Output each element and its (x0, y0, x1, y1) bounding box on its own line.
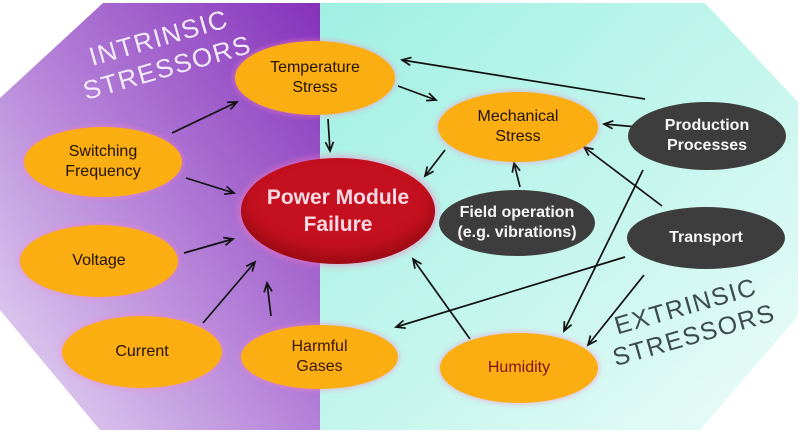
node-label: Current (115, 343, 169, 360)
node-label: Processes (666, 137, 748, 154)
node-harmful-gases: Harmful Gases (241, 325, 398, 389)
node-mechanical-stress: Mechanical Stress (438, 92, 598, 162)
arrow-field-operation-to-mechanical-stress (511, 160, 521, 188)
node-switching-frequency: Switching Frequency (24, 127, 182, 197)
node-field-operation: Field operation (e.g. vibrations) (439, 190, 595, 256)
arrow-transport-to-mechanical-stress (582, 145, 663, 207)
node-label: Transport (669, 229, 743, 246)
arrow-transport-to-humidity (586, 274, 645, 347)
arrow-transport-to-harmful-gases (393, 256, 626, 330)
node-temperature-stress: Temperature Stress (235, 41, 395, 115)
node-power-module-failure: Power Module Failure (241, 158, 435, 264)
node-label: Voltage (72, 252, 126, 269)
arrow-switching-frequency-to-power-module-failure (185, 177, 236, 195)
arrow-harmful-gases-to-power-module-failure (263, 280, 273, 317)
node-label: Field operation (459, 204, 575, 221)
arrow-production-processes-to-temperature-stress (399, 56, 646, 100)
arrow-temperature-stress-to-mechanical-stress (397, 85, 438, 102)
node-voltage: Voltage (20, 225, 178, 297)
node-label: Temperature (270, 59, 360, 76)
arrow-current-to-power-module-failure (202, 260, 257, 324)
arrow-temperature-stress-to-power-module-failure (324, 118, 335, 154)
node-current: Current (62, 316, 222, 388)
node-humidity: Humidity (440, 333, 598, 403)
node-label: Harmful (291, 338, 348, 355)
node-label: Switching (68, 143, 138, 160)
node-label: (e.g. vibrations) (457, 224, 577, 241)
node-production-processes: Production Processes (628, 102, 786, 170)
node-label: Mechanical (477, 108, 559, 125)
arrow-switching-frequency-to-temperature-stress (171, 101, 239, 134)
node-transport: Transport (627, 207, 785, 269)
node-label: Failure (303, 213, 373, 236)
arrow-humidity-to-power-module-failure (411, 257, 471, 340)
node-label: Stress (495, 128, 541, 145)
arrow-mechanical-stress-to-power-module-failure (423, 149, 446, 178)
node-label: Frequency (65, 163, 141, 180)
arrow-production-processes-to-humidity (563, 169, 644, 333)
node-label: Power Module (266, 185, 410, 209)
node-label: Gases (296, 358, 343, 375)
node-label: Humidity (487, 359, 551, 376)
node-label: Stress (292, 79, 338, 96)
arrow-voltage-to-power-module-failure (183, 236, 236, 254)
node-label: Production (664, 117, 750, 134)
